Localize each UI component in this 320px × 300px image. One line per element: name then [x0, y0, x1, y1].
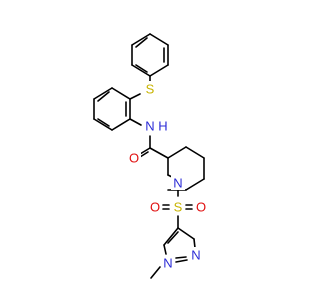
- atom-s-thioether: S: [146, 82, 155, 97]
- atom-labels: S N H O N S O O N N: [127, 81, 208, 271]
- atom-o-sulfonyl-left: O: [150, 200, 160, 215]
- bond-carbonyl-pip: [149, 147, 169, 159]
- atom-o-carbonyl: O: [129, 151, 139, 166]
- molecule-diagram: S N H O N S O O N N: [93, 33, 208, 279]
- phenyl-ring: [131, 33, 169, 77]
- bond-s-aniline: [129, 93, 141, 100]
- bond-n-methyl: [150, 266, 161, 279]
- aniline-ring: [93, 87, 131, 131]
- atom-n-amide: N: [145, 119, 154, 134]
- pyrazole-ring: [163, 227, 196, 263]
- atom-h-amide: H: [158, 119, 167, 134]
- atom-o-sulfonyl-right: O: [196, 200, 206, 215]
- bond-carbonyl-o-1: [139, 147, 151, 155]
- atom-n-pyrazole-2: N: [191, 248, 200, 263]
- atom-s-sulfonyl: S: [174, 200, 183, 215]
- atom-n-pyrazole-1: N: [163, 256, 172, 271]
- bond-aniline-n: [129, 118, 142, 126]
- atom-n-piperidine: N: [173, 176, 182, 191]
- bond-carbonyl-o-2: [139, 151, 149, 158]
